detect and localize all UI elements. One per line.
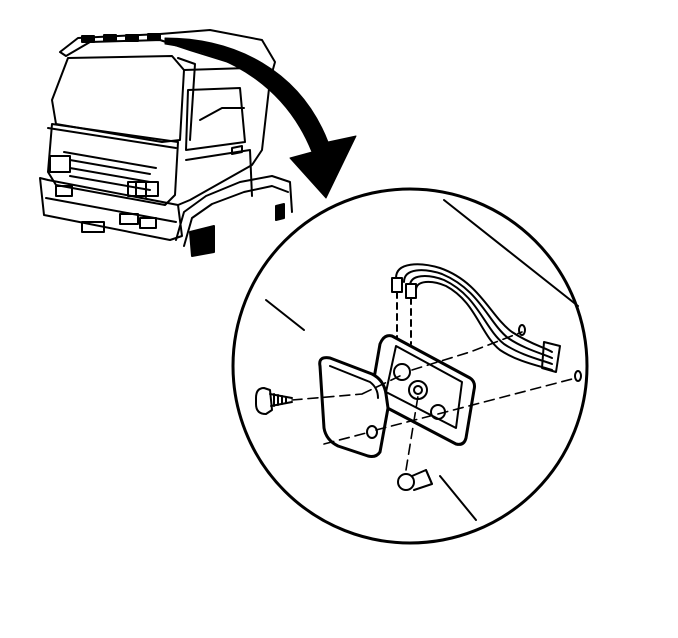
body-line-upper (443, 199, 579, 307)
license-plate (81, 221, 105, 233)
cab-front (47, 123, 179, 206)
housing-socket-upper (393, 363, 411, 381)
lamp-gasket (370, 334, 476, 446)
terminal-left (391, 277, 403, 293)
terminal-right (405, 283, 417, 299)
roof-lamp-3 (125, 34, 139, 42)
side-marker-lamp (275, 203, 285, 221)
lamp-bulb (397, 469, 433, 491)
harness-end-connector (541, 341, 561, 373)
roof-lamp-4 (147, 33, 161, 41)
alignment-dashed-lines (291, 331, 577, 471)
door-window (185, 87, 246, 151)
right-headlamp (127, 181, 159, 197)
truck-cab (39, 29, 293, 257)
roof-lamp-1 (81, 35, 95, 43)
body-hole-upper (518, 324, 526, 336)
detail-magnifier-circle (231, 187, 589, 545)
body-line-left (265, 299, 305, 331)
marker-lamp-exploded-view (255, 199, 582, 521)
body-hole-lower (574, 370, 582, 382)
wheel-arch (175, 175, 293, 241)
front-bumper (39, 177, 183, 241)
bumper-lamp-left (55, 185, 73, 197)
roof-lamp-2 (103, 34, 117, 42)
grille (63, 151, 157, 191)
left-headlamp (49, 155, 71, 173)
lens-screw (255, 387, 293, 415)
cab-step (189, 225, 215, 257)
wiring-harness (395, 263, 561, 373)
lens-screw-hole (366, 425, 378, 439)
body-line-lower (439, 475, 477, 521)
windshield (51, 55, 185, 143)
callout-arrow (164, 37, 357, 199)
